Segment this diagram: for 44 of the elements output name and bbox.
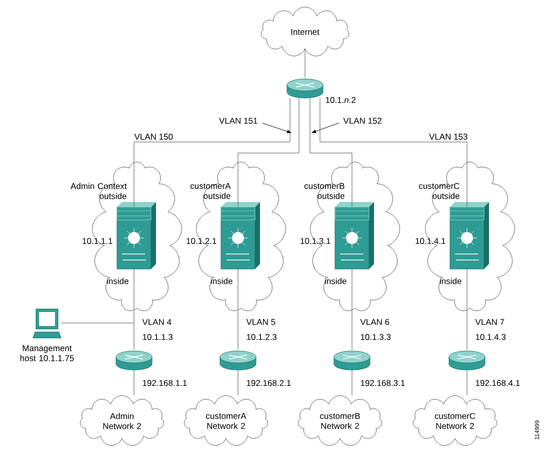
cloud: customerB outside 10.1.3.1 inside [300,162,400,311]
firewall-icon [334,202,374,270]
address-label: 10.1.3.3 [360,334,391,340]
address-label: 192.168.4.1 [476,380,520,386]
cloud: Internet [260,6,350,56]
edge-label: VLAN 150 [134,134,173,140]
address-label: 10.1.2.3 [246,334,277,340]
address-label: 10.1.4.3 [476,334,506,340]
cloud: customerC Network 2 [412,395,498,446]
address-label: 192.168.3.1 [360,380,405,386]
edge-label: VLAN 7 [475,319,504,325]
router-icon [220,350,256,370]
connector-line [61,322,134,324]
edge-label: VLAN 4 [142,319,172,325]
computer-icon [32,308,62,338]
cloud: customerC outside 10.1.4.1 inside [416,162,515,311]
address-label: 192.168.2.1 [246,380,291,386]
router-icon [334,350,370,370]
connector-line [320,98,468,207]
connector-line [238,98,300,207]
connector-line [310,98,352,207]
edge-label: VLAN 6 [360,319,390,325]
cloud: Admin Network 2 [80,395,164,446]
connector-line [466,269,468,350]
connector-line [466,370,468,396]
edge-label: VLAN 151 [219,118,258,124]
cloud: customerB Network 2 [298,395,382,446]
firewall-icon [220,202,260,270]
cloud: Admin Context outside 10.1.1.1 inside [70,162,182,311]
edge-label: VLAN 5 [246,319,276,325]
firewall-icon [116,202,156,270]
edge-label: VLAN 153 [429,134,468,140]
cloud: customerA outside 10.1.2.1 inside [186,162,286,311]
firewall-icon [450,202,489,270]
host-label: Management host 10.1.1.75 [20,345,74,362]
connector-line [134,98,290,207]
router-icon [286,78,324,98]
router-icon [448,350,486,370]
address-label: 10.1.1.3 [142,334,173,340]
router-icon [116,350,152,370]
cloud: customerA Network 2 [184,395,268,446]
edge-label: VLAN 152 [343,118,382,124]
address-label: 192.168.1.1 [142,380,187,386]
address-label: 10.1.n.2 [326,97,356,103]
